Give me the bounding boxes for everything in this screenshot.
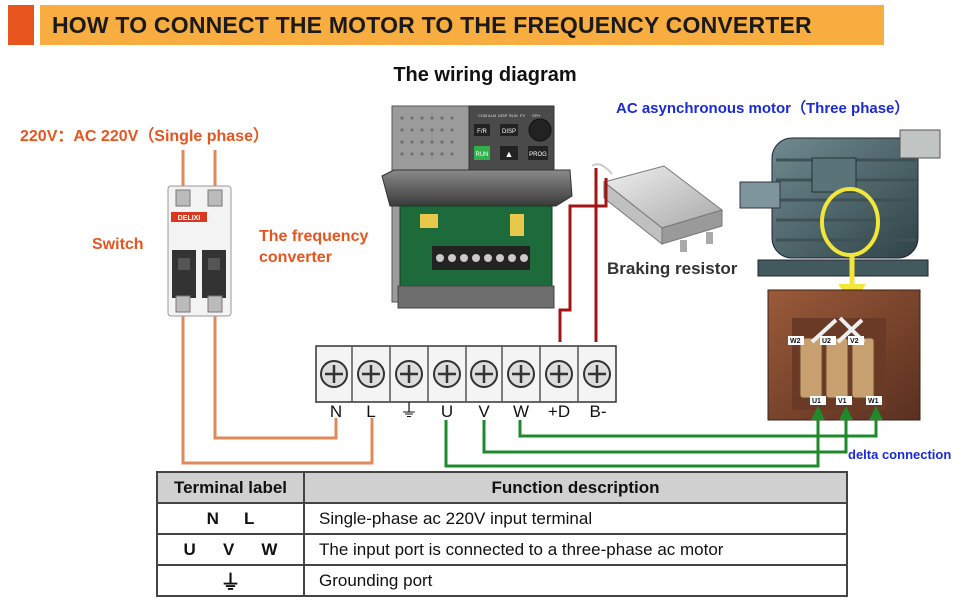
button-prog-label: PROG — [529, 152, 547, 158]
switch-label: Switch — [92, 236, 144, 253]
ground-icon: ⏚ — [220, 572, 241, 594]
table-header-row: Terminal label Function description — [156, 471, 848, 504]
button-up-label: ▲ — [505, 149, 514, 159]
braking-resistor-label: Braking resistor — [607, 259, 738, 278]
terminal-cell-v: V — [222, 539, 235, 559]
row-description: The input port is connected to a three-p… — [303, 533, 848, 566]
box-terminal-u2: U2 — [822, 338, 831, 345]
converter-led-0: COM — [478, 113, 487, 118]
terminal-ground: ⏚ — [400, 401, 418, 421]
box-terminal-w1: W1 — [868, 398, 879, 405]
ac-motor — [739, 129, 941, 304]
wire-W-to-W1 — [518, 418, 878, 438]
input-wires — [181, 150, 374, 465]
button-fr-label: F/R — [477, 129, 487, 135]
box-terminal-w2: W2 — [790, 338, 801, 345]
table-row: N L Single-phase ac 220V input terminal — [156, 502, 848, 535]
converter-label: The frequency converter — [259, 226, 368, 268]
button-run-label: RUN — [476, 152, 489, 158]
converter-led-2: DISP — [498, 113, 508, 118]
banner-title: HOW TO CONNECT THE MOTOR TO THE FREQUENC… — [40, 5, 884, 45]
terminal-block: N L ⏚ U V W +D B- — [315, 345, 617, 421]
row-terminal-cell: U V W — [156, 533, 305, 566]
row-terminal-cell: N L — [156, 502, 305, 535]
resistor-wire-d — [558, 178, 608, 342]
table-row: U V W The input port is connected to a t… — [156, 533, 848, 566]
converter-label-line1: The frequency — [259, 228, 369, 245]
row-description: Single-phase ac 220V input terminal — [303, 502, 848, 535]
motor-wires — [444, 418, 878, 468]
converter-led-4: FV — [520, 113, 525, 118]
box-terminal-u1: U1 — [812, 398, 821, 405]
box-terminal-v1: V1 — [838, 398, 847, 405]
delta-connection-label: delta connection — [848, 447, 952, 462]
header-banner: HOW TO CONNECT THE MOTOR TO THE FREQUENC… — [8, 5, 884, 45]
terminal-box-highlight — [820, 187, 880, 257]
braking-resistor — [591, 163, 724, 252]
button-up — [500, 146, 518, 160]
converter-dial-knob — [528, 118, 552, 142]
screw-slots — [325, 365, 606, 383]
power-supply-label: 220V：AC 220V（Single phase） — [20, 128, 269, 145]
wire-to-N — [213, 312, 338, 440]
box-terminal-v2: V2 — [850, 338, 859, 345]
wire-U-to-U1 — [444, 418, 820, 468]
terminal-V: V — [478, 402, 490, 421]
button-prog — [528, 146, 548, 160]
header-function-description: Function description — [303, 471, 848, 504]
terminal-W: W — [513, 402, 529, 421]
diagram-title: The wiring diagram — [393, 64, 577, 86]
converter-cover — [381, 169, 573, 207]
header-terminal-label: Terminal label — [156, 471, 305, 504]
terminal-function-table: Terminal label Function description N L … — [156, 471, 848, 597]
converter-led-5: SPH — [532, 113, 540, 118]
wire-to-L — [181, 312, 374, 465]
converter-label-line2: converter — [259, 249, 332, 266]
table-row: ⏚ Grounding port — [156, 564, 848, 597]
button-run — [474, 146, 490, 160]
row-terminal-cell: ⏚ — [156, 564, 305, 597]
terminal-cell-u: U — [183, 539, 196, 559]
terminal-cell-l: L — [244, 508, 255, 528]
terminal-cell-w: W — [261, 539, 278, 559]
banner-accent — [8, 5, 34, 45]
motor-terminal-box: W2 U2 V2 U1 V1 W1 — [767, 289, 921, 421]
terminal-b-minus: B- — [590, 402, 607, 421]
arrow-up-icon — [869, 406, 883, 420]
circuit-breaker: DELIXI — [167, 185, 232, 317]
arrow-up-icon — [839, 406, 853, 420]
motor-label: AC asynchronous motor（Three phase） — [616, 100, 910, 117]
button-disp — [500, 124, 518, 136]
row-description: Grounding port — [303, 564, 848, 597]
converter-led-3: RUN — [509, 113, 518, 118]
terminal-N: N — [330, 402, 342, 421]
terminal-U: U — [441, 402, 453, 421]
converter-led-1: ALM — [488, 113, 496, 118]
frequency-converter: COM ALM DISP RUN FV SPH F/R DISP RUN ▲ P… — [381, 105, 573, 309]
arrow-up-icon — [811, 406, 825, 420]
terminal-cell-n: N — [206, 508, 219, 528]
button-disp-label: DISP — [502, 129, 516, 135]
breaker-brand-plate — [171, 212, 207, 222]
button-fr — [474, 124, 490, 136]
terminal-L: L — [366, 402, 375, 421]
resistor-wires — [558, 168, 608, 342]
breaker-brand: DELIXI — [178, 215, 201, 222]
motor-wire-arrows — [811, 406, 883, 420]
terminal-plus-d: +D — [548, 402, 570, 421]
